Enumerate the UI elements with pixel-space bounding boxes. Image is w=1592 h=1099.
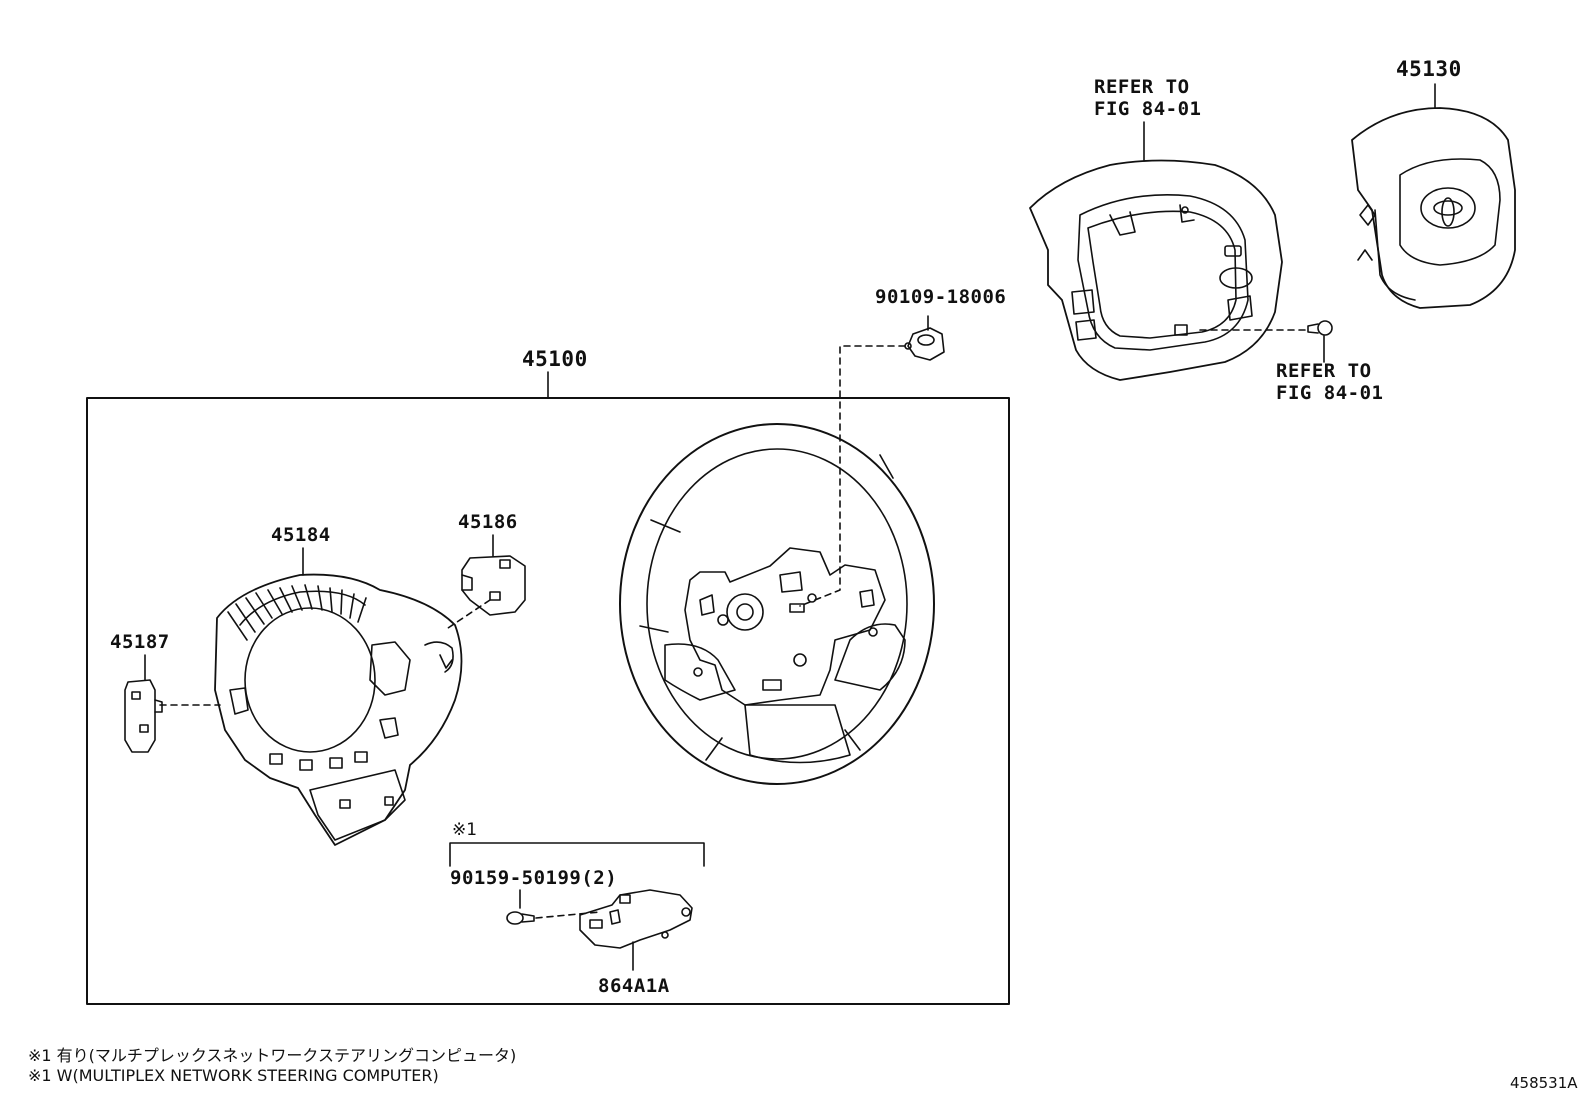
label-45184: 45184 xyxy=(271,524,331,546)
label-refer-top-2: FIG 84-01 xyxy=(1094,98,1202,120)
label-refer-right-1: REFER TO xyxy=(1276,360,1372,382)
label-45100: 45100 xyxy=(522,347,588,371)
label-option-marker: ※1 xyxy=(452,820,478,840)
label-45130: 45130 xyxy=(1396,57,1462,81)
option-bracket xyxy=(449,842,705,867)
switch-bezel xyxy=(1029,159,1283,381)
lower-cover-45184 xyxy=(214,573,463,846)
airbag-pad-45130 xyxy=(1351,107,1516,309)
nut-90109-icon xyxy=(904,327,945,361)
switch-panel-45187 xyxy=(124,679,163,753)
footnote-en: ※1 W(MULTIPLEX NETWORK STEERING COMPUTER… xyxy=(28,1066,439,1085)
label-45186: 45186 xyxy=(458,511,518,533)
dashed-screw-to-module xyxy=(535,911,601,919)
label-refer-top-1: REFER TO xyxy=(1094,76,1190,98)
dashed-nut-to-wheel xyxy=(799,345,906,607)
label-90159-50199: 90159-50199(2) xyxy=(450,867,618,889)
label-45187: 45187 xyxy=(110,631,170,653)
switch-panel-45186 xyxy=(461,555,526,616)
label-90109-18006: 90109-18006 xyxy=(875,286,1007,308)
steering-computer-module xyxy=(579,889,693,949)
assembly-frame xyxy=(86,397,1010,1005)
steering-wheel xyxy=(619,423,935,785)
label-864a1a: 864A1A xyxy=(598,975,670,997)
screw-90159-icon xyxy=(506,911,535,925)
dashed-45186-to-cover xyxy=(444,599,491,631)
bolt-icon xyxy=(1307,320,1333,336)
footnote-jp: ※1 有り(マルチプレックスネットワークステアリングコンピュータ) xyxy=(28,1046,517,1065)
label-refer-right-2: FIG 84-01 xyxy=(1276,382,1384,404)
figure-number: 458531A xyxy=(1510,1074,1578,1092)
toyota-emblem-icon xyxy=(1420,187,1476,229)
